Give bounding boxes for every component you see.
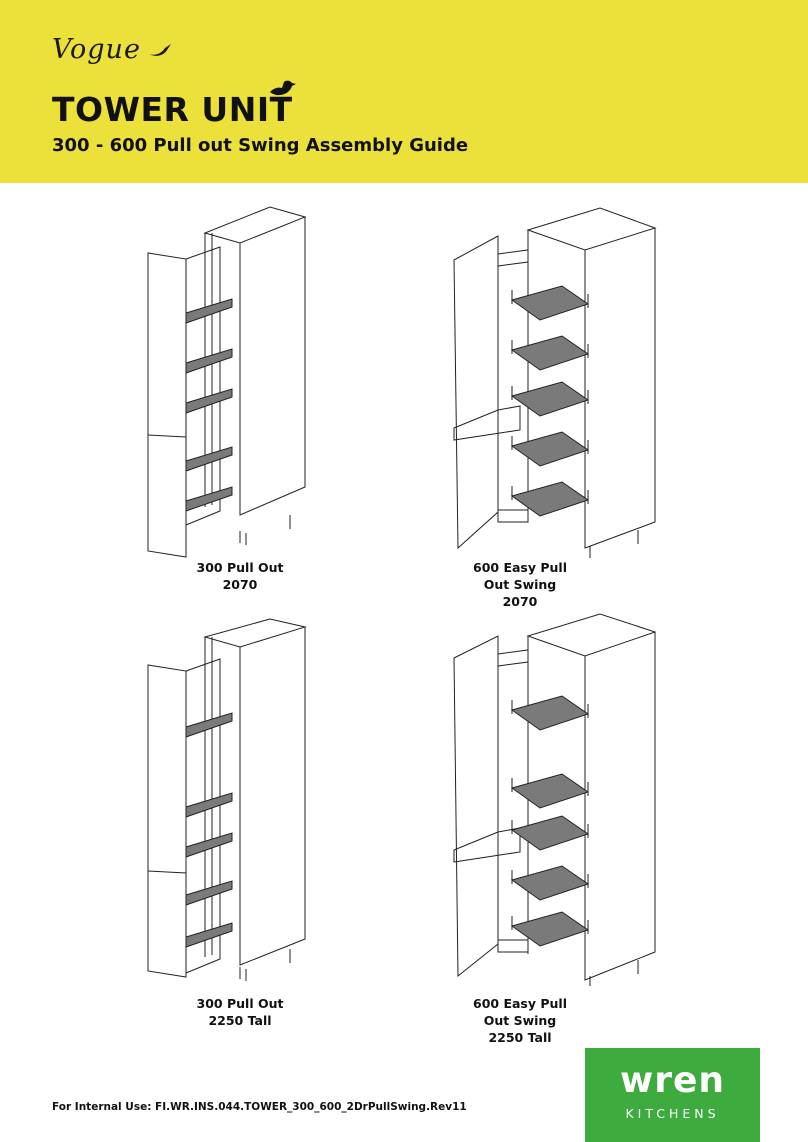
- figure-caption: 300 Pull Out 2250 Tall: [170, 995, 310, 1029]
- caption-line: Out Swing: [483, 1013, 557, 1028]
- brand-script-logo: Vogue: [52, 34, 141, 65]
- caption-line: 600 Easy Pull: [473, 560, 567, 575]
- internal-use-reference: For Internal Use: FI.WR.INS.044.TOWER_30…: [52, 1101, 467, 1113]
- diagram-600-easy-pull-out-swing-2070: [453, 207, 657, 558]
- bird-icon: [149, 44, 171, 56]
- header-banner: [0, 0, 808, 183]
- caption-line: 2070: [502, 594, 538, 609]
- logo-sub: KITCHENS: [625, 1106, 720, 1121]
- caption-line: 300 Pull Out: [196, 996, 284, 1011]
- figure-caption: 600 Easy Pull Out Swing 2250 Tall: [450, 995, 590, 1046]
- page-subtitle: 300 - 600 Pull out Swing Assembly Guide: [52, 135, 469, 156]
- figure-caption: 300 Pull Out 2070: [170, 559, 310, 593]
- figure-caption: 600 Easy Pull Out Swing 2070: [450, 559, 590, 610]
- caption-line: 2250 Tall: [208, 1013, 272, 1028]
- diagram-300-pull-out-2250-tall: [147, 618, 307, 981]
- diagram-600-easy-pull-out-swing-2250-tall: [453, 613, 657, 986]
- caption-line: 300 Pull Out: [196, 560, 284, 575]
- page-title: TOWER UNIT: [52, 90, 293, 129]
- caption-line: 2070: [222, 577, 258, 592]
- caption-line: 600 Easy Pull: [473, 996, 567, 1011]
- bird-icon: [270, 80, 296, 96]
- logo-name: wren: [619, 1060, 726, 1101]
- diagram-300-pull-out-2070: [147, 206, 307, 558]
- caption-line: 2250 Tall: [488, 1030, 552, 1045]
- wren-kitchens-logo: wren KITCHENS: [585, 1048, 760, 1142]
- caption-line: Out Swing: [483, 577, 557, 592]
